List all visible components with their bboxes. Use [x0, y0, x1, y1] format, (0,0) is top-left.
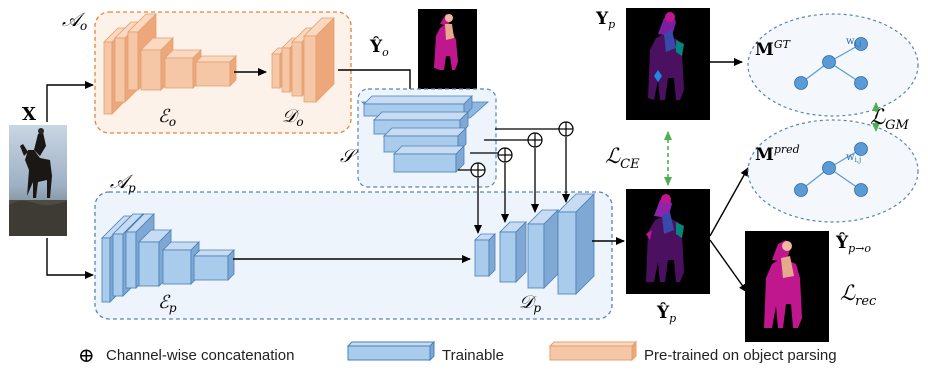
A-o-label: 𝒜o: [62, 9, 87, 33]
encoder-Eo-layer-6: [195, 55, 237, 87]
arrow-Yhat-p-to-Mpred: [709, 167, 749, 237]
A-p-label: 𝒜p: [110, 171, 136, 195]
legend-concat-label: Channel-wise concatenation: [106, 347, 294, 364]
Y-p-label: Yp: [595, 9, 615, 31]
graph-M-pred: Mpred wi,j: [747, 119, 919, 223]
decoder-Dp-layer-1: [474, 233, 496, 277]
Yhat-o-label: Ŷo: [369, 36, 389, 59]
legend-trainable-swatch: [346, 340, 436, 362]
encoder-E-p: [101, 213, 235, 303]
L-CE-label: ℒCE: [605, 144, 640, 172]
concat-connections: [458, 128, 570, 234]
S-label: 𝒮: [340, 146, 359, 167]
arrow-X-to-Ao: [46, 81, 94, 122]
arrow-X-to-Ap: [46, 238, 94, 279]
module-S-layer-4: [393, 145, 465, 173]
L-rec-label: ℒrec: [840, 281, 877, 309]
legend: ⊕ Channel-wise concatenation Trainable P…: [78, 340, 837, 367]
legend-trainable-label: Trainable: [442, 347, 504, 364]
graph-M-GT: MGT wi,j: [747, 13, 919, 117]
L-GM-label: ℒGM: [870, 105, 910, 133]
M-GT-label: MGT: [755, 38, 792, 60]
w-ij-top: wi,j: [846, 36, 861, 48]
X-label: X: [22, 104, 36, 125]
Yhat-o-image: [418, 9, 477, 89]
decoder-Do-layer-4: [303, 17, 335, 103]
concat-symbol-2: [497, 147, 513, 163]
decoder-Dp-layer-4: [557, 193, 595, 295]
concat-symbol-1: [470, 162, 486, 178]
D-p-label: 𝒟p: [519, 292, 541, 315]
encoder-E-o: [103, 13, 237, 115]
Yhat-p-image: [626, 189, 710, 294]
module-S-layers: [360, 95, 490, 173]
Yhat-p-to-o-label: Ŷp→o: [835, 232, 871, 255]
legend-pretrained-swatch: [548, 340, 638, 362]
legend-pretrained-label: Pre-trained on object parsing: [644, 347, 837, 364]
decoder-D-p: [474, 193, 595, 295]
part-model-box: [94, 191, 613, 320]
concat-symbol-3: [527, 132, 543, 148]
Yhat-p-label: Ŷp: [656, 302, 676, 325]
D-o-label: 𝒟o: [282, 106, 304, 129]
decoder-Dp-layer-2: [499, 221, 527, 283]
arrow-Yhat-p-to-Yp2o: [709, 239, 748, 293]
M-pred-label: Mpred: [755, 143, 800, 165]
concat-symbol-4: [558, 121, 574, 137]
Yhat-p-to-o-image: [745, 231, 829, 342]
legend-concat-symbol: ⊕: [78, 343, 95, 366]
concat-symbols: [470, 121, 574, 178]
E-o-label: ℰo: [158, 106, 176, 129]
encoder-Ep-layer-6: [193, 249, 235, 281]
w-ij-bottom: wi,j: [846, 152, 861, 164]
E-p-label: ℰp: [158, 292, 177, 315]
decoder-D-o: [271, 17, 335, 103]
Y-p-image: [626, 8, 710, 120]
input-image-X: [9, 125, 67, 236]
decoder-Dp-layer-3: [527, 209, 559, 289]
